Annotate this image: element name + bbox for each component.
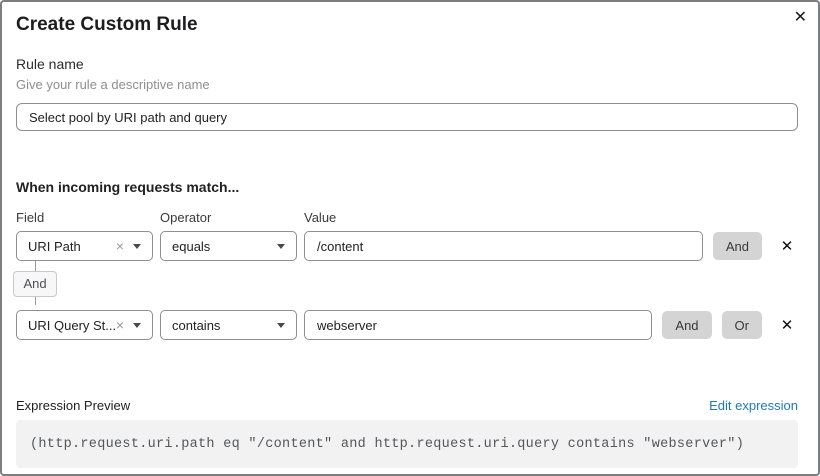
- close-icon: ✕: [780, 237, 794, 255]
- operator-select[interactable]: contains: [160, 310, 297, 340]
- and-connector-badge: And: [13, 271, 57, 297]
- expression-code: (http.request.uri.path eq "/content" and…: [30, 436, 745, 452]
- field-select-value: URI Path: [28, 238, 81, 254]
- close-icon: ✕: [780, 316, 794, 334]
- close-icon: ✕: [793, 9, 807, 26]
- chevron-down-icon: [277, 243, 285, 249]
- operator-select-value: equals: [172, 238, 211, 254]
- condition-row: URI Query St... × contains And Or ✕: [16, 310, 798, 340]
- remove-condition-button[interactable]: ✕: [776, 239, 798, 254]
- chevron-down-icon: [277, 322, 285, 328]
- chevron-down-icon: [133, 322, 141, 328]
- connector-line: [34, 297, 36, 305]
- operator-column-label: Operator: [160, 210, 212, 225]
- remove-condition-button[interactable]: ✕: [776, 318, 798, 333]
- or-button[interactable]: Or: [721, 311, 762, 339]
- edit-expression-link[interactable]: Edit expression: [709, 398, 798, 413]
- operator-select[interactable]: equals: [160, 231, 297, 261]
- expression-preview-label: Expression Preview: [16, 398, 131, 413]
- clear-selection-icon[interactable]: ×: [115, 238, 124, 254]
- rule-name-label: Rule name: [16, 56, 84, 72]
- clear-selection-icon[interactable]: ×: [115, 317, 124, 333]
- value-input[interactable]: [304, 231, 703, 261]
- rule-name-input[interactable]: [16, 103, 798, 131]
- condition-connector: And: [13, 261, 57, 305]
- value-column-label: Value: [304, 210, 337, 225]
- chevron-down-icon: [133, 243, 141, 249]
- operator-select-value: contains: [172, 317, 221, 333]
- connector-line: [34, 261, 36, 271]
- and-button[interactable]: And: [712, 232, 762, 260]
- value-input[interactable]: [304, 310, 653, 340]
- expression-preview-header: Expression Preview Edit expression: [16, 397, 798, 414]
- field-column-label: Field: [16, 210, 45, 225]
- rule-name-hint: Give your rule a descriptive name: [16, 77, 210, 92]
- match-heading: When incoming requests match...: [16, 179, 240, 195]
- condition-row: URI Path × equals And ✕: [16, 231, 798, 261]
- expression-code-block: (http.request.uri.path eq "/content" and…: [16, 420, 798, 468]
- field-select[interactable]: URI Query St... ×: [16, 310, 153, 340]
- dialog-title: Create Custom Rule: [16, 14, 198, 35]
- field-select-value: URI Query St...: [28, 317, 116, 333]
- and-button[interactable]: And: [662, 311, 712, 339]
- field-select[interactable]: URI Path ×: [16, 231, 153, 261]
- dialog-close-button[interactable]: ✕: [792, 8, 809, 28]
- condition-column-labels: Field Operator Value: [16, 210, 798, 226]
